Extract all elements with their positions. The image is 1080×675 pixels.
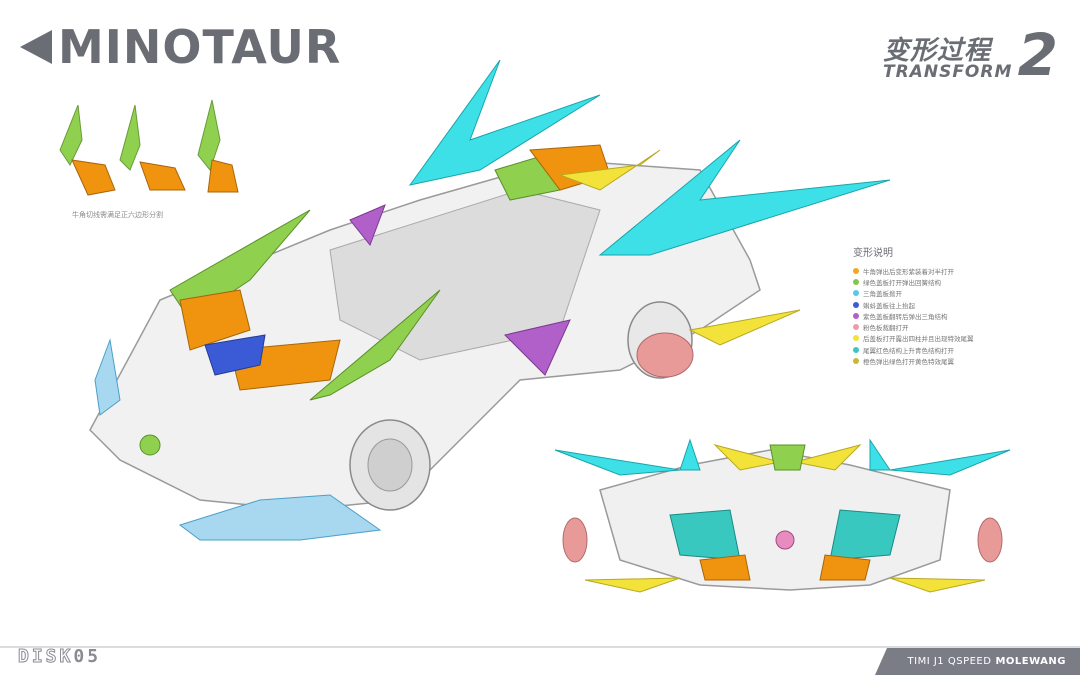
legend-label: 紫色盖板翻转后弹出三角结构	[863, 312, 948, 321]
legend-label: 后盖板打开露出四柱并且出现特效尾翼	[863, 335, 974, 344]
legend-item: 尾翼红色结构上升青色结构打开	[853, 344, 1053, 355]
legend: 变形说明 牛角弹出后变形紫装着对半打开 绿色盖板打开弹出回簧结构 三角盖板掀开 …	[853, 244, 1053, 367]
legend-dot-icon	[853, 267, 859, 274]
back-arrow-icon	[20, 30, 52, 64]
legend-label: 三角盖板掀开	[863, 290, 902, 299]
legend-label: 蝌蚪盖板往上抬起	[863, 301, 915, 310]
legend-dot-icon	[853, 278, 859, 285]
legend-label: 牛角弹出后变形紫装着对半打开	[863, 267, 954, 276]
legend-item: 紫色盖板翻转后弹出三角结构	[853, 310, 1053, 321]
legend-dot-icon	[853, 301, 859, 308]
footer-divider	[0, 646, 1080, 648]
disk-label: DISK05	[17, 646, 102, 667]
legend-dot-icon	[853, 290, 859, 297]
horn-caption: 牛角切线需满足正六边形分割	[72, 211, 163, 219]
legend-item: 粉色板裁翻打开	[853, 321, 1053, 332]
legend-item: 绿色盖板打开弹出回簧结构	[853, 276, 1053, 287]
page-title: MINOTAUR	[20, 22, 341, 72]
legend-item: 后盖板打开露出四柱并且出现特效尾翼	[853, 333, 1053, 344]
legend-dot-icon	[853, 312, 859, 319]
legend-label: 粉色板裁翻打开	[863, 324, 909, 333]
credit-prefix: TIMI J1 QSPEED	[907, 656, 992, 667]
legend-item: 三角盖板掀开	[853, 288, 1053, 299]
legend-item: 牛角弹出后变形紫装着对半打开	[853, 265, 1053, 276]
legend-label: 尾翼红色结构上升青色结构打开	[863, 346, 954, 355]
main-vehicle	[89, 59, 891, 541]
legend-label: 橙色弹出绿色打开黄色特效尾翼	[863, 358, 954, 367]
legend-dot-icon	[853, 324, 859, 331]
legend-label: 绿色盖板打开弹出回簧结构	[863, 278, 941, 287]
credit-name: MOLEWANG	[995, 656, 1066, 667]
legend-title: 变形说明	[853, 248, 893, 259]
disk-outline-text: DISK	[17, 646, 74, 667]
legend-dot-icon	[853, 346, 859, 353]
badge-chinese: 变形过程	[883, 36, 992, 66]
legend-item: 蝌蚪盖板往上抬起	[853, 299, 1053, 310]
rear-view-vehicle	[554, 438, 1011, 593]
badge-english: TRANSFORM	[883, 62, 1013, 82]
transform-badge: 变形过程 TRANSFORM 2	[883, 26, 1058, 90]
title-text: MINOTAUR	[58, 20, 342, 74]
badge-number: 2	[1017, 21, 1058, 89]
horn-detail-sketch	[59, 99, 239, 196]
legend-dot-icon	[853, 358, 859, 365]
disk-number: 05	[73, 646, 102, 667]
credit-bar: TIMI J1 QSPEED MOLEWANG	[875, 648, 1080, 675]
legend-dot-icon	[853, 335, 859, 342]
legend-item: 橙色弹出绿色打开黄色特效尾翼	[853, 355, 1053, 366]
